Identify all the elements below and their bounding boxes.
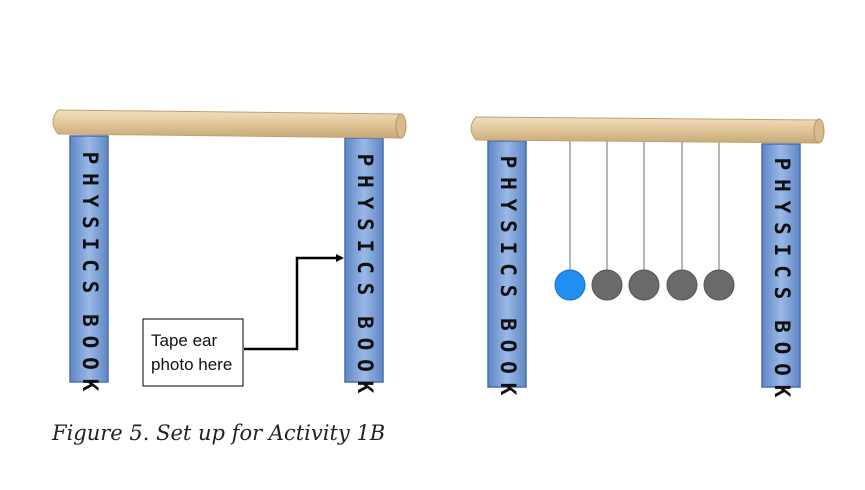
physics-book-left-1 <box>69 135 109 383</box>
book-letter-0: P <box>496 156 520 169</box>
pendulum-strings <box>569 138 720 272</box>
book-letter-7: B <box>353 316 377 329</box>
book-letter-1: H <box>78 173 102 186</box>
book-letter-8: O <box>353 338 377 351</box>
tape-ear-callout: Tape ear photo here <box>142 254 344 387</box>
callout-arrow <box>244 254 344 351</box>
book-letter-5: C <box>770 265 794 278</box>
book-letter-3: S <box>353 218 377 231</box>
book-letter-10: K <box>496 383 520 396</box>
ball-gray-3 <box>666 269 698 301</box>
callout-box <box>142 318 244 387</box>
ball-gray-4 <box>703 269 735 301</box>
physics-book-right-1 <box>487 140 527 388</box>
book-letter-6: S <box>78 281 102 294</box>
book-letter-6: S <box>353 283 377 296</box>
book-letter-1: H <box>770 179 794 192</box>
ball-gray-1 <box>591 269 623 301</box>
book-letter-10: K <box>770 385 794 398</box>
physics-book-left-2 <box>344 137 384 383</box>
book-letter-0: P <box>353 154 377 167</box>
ball-blue <box>554 269 586 301</box>
book-letter-6: S <box>770 287 794 300</box>
book-letter-9: O <box>78 357 102 370</box>
book-letter-10: K <box>353 381 377 394</box>
callout-line-2: photo here <box>151 355 232 374</box>
pendulum-balls <box>554 269 735 301</box>
wooden-rod-left <box>52 109 407 139</box>
book-letter-6: S <box>496 285 520 298</box>
book-letter-0: P <box>770 158 794 171</box>
book-letter-2: Y <box>353 197 377 210</box>
book-letter-4: I <box>353 240 377 253</box>
book-letter-1: H <box>496 177 520 190</box>
book-letter-8: O <box>496 340 520 353</box>
book-letter-9: O <box>496 361 520 374</box>
book-letter-9: O <box>770 363 794 376</box>
book-letter-2: Y <box>770 201 794 214</box>
ball-gray-2 <box>628 269 660 301</box>
book-letter-7: B <box>496 318 520 331</box>
book-letter-2: Y <box>496 199 520 212</box>
book-letter-5: C <box>353 261 377 274</box>
book-letter-7: B <box>78 314 102 327</box>
book-letter-9: O <box>353 359 377 372</box>
figure-caption: Figure 5. Set up for Activity 1B <box>52 421 386 445</box>
book-letter-4: I <box>770 244 794 257</box>
physics-book-right-2 <box>761 143 801 388</box>
book-letter-4: I <box>496 242 520 255</box>
wooden-rod-right <box>470 116 825 144</box>
book-letter-2: Y <box>78 195 102 208</box>
book-letter-3: S <box>496 220 520 233</box>
book-letter-8: O <box>78 336 102 349</box>
callout-line-1: Tape ear <box>151 331 217 350</box>
book-letter-1: H <box>353 175 377 188</box>
book-letter-7: B <box>770 320 794 333</box>
book-letter-3: S <box>770 222 794 235</box>
book-letter-3: S <box>78 216 102 229</box>
book-letter-4: I <box>78 238 102 251</box>
book-letter-8: O <box>770 342 794 355</box>
book-letter-5: C <box>78 259 102 272</box>
book-letter-5: C <box>496 263 520 276</box>
book-letter-0: P <box>78 152 102 165</box>
book-letter-10: K <box>78 379 102 392</box>
